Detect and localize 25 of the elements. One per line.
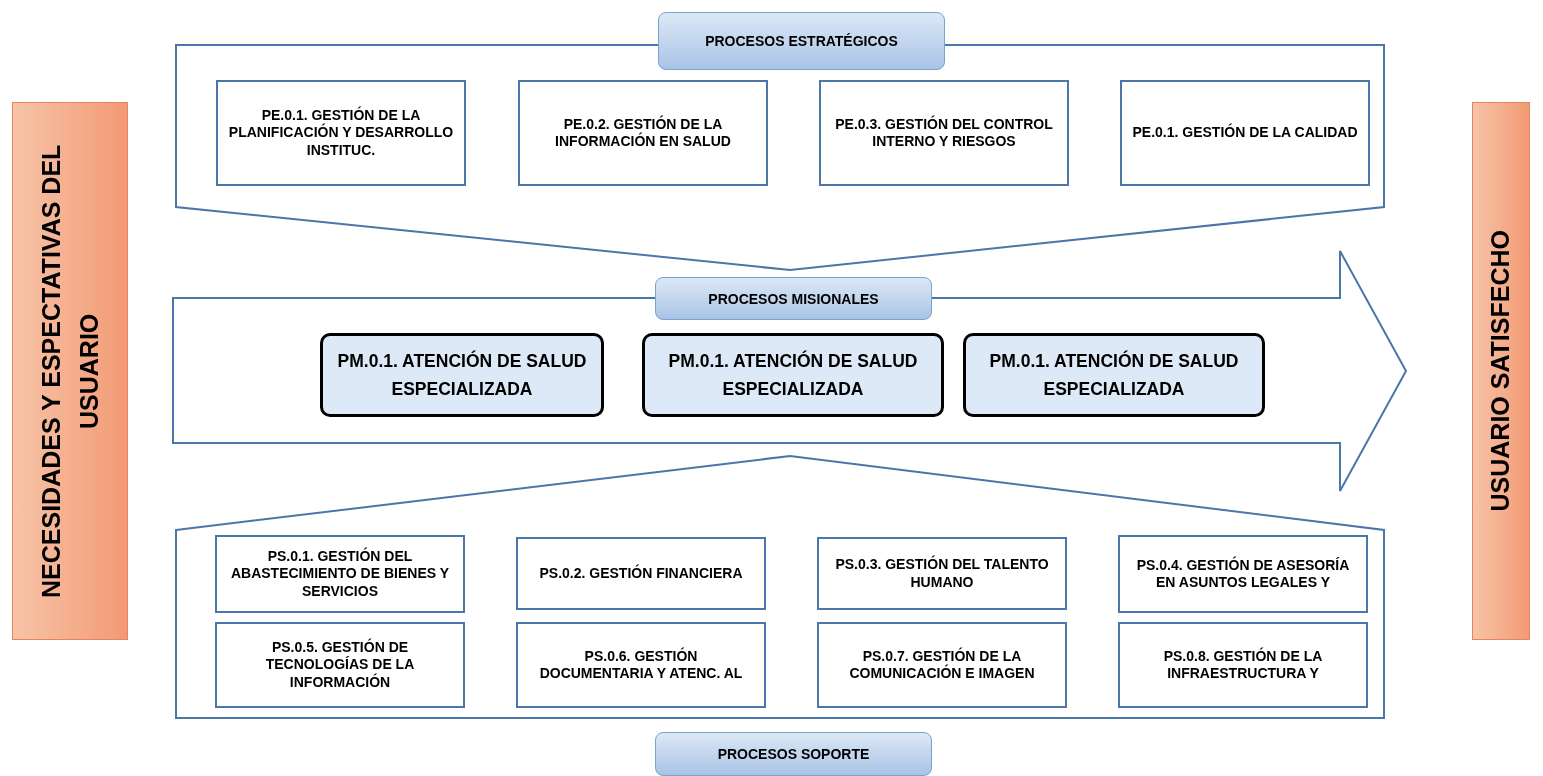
band-label: NECESIDADES Y ESPECTATIVAS DEL USUARIO — [35, 143, 103, 600]
process-box: PS.0.7. GESTIÓN DE LA COMUNICACIÓN E IMAGEN — [817, 622, 1067, 708]
process-box: PE.0.1. GESTIÓN DE LA PLANIFICACIÓN Y DESARROLLO INSTITUC. — [216, 80, 466, 186]
process-box: PS.0.4. GESTIÓN DE ASESORÍA EN ASUNTOS LEGALES Y — [1118, 535, 1368, 613]
process-box: PS.0.2. GESTIÓN FINANCIERA — [516, 537, 766, 610]
side-band — [1472, 102, 1530, 640]
process-box: PM.0.1. ATENCIÓN DE SALUD ESPECIALIZADA — [320, 333, 604, 417]
section-heading: PROCESOS MISIONALES — [655, 277, 932, 320]
process-box: PS.0.3. GESTIÓN DEL TALENTO HUMANO — [817, 537, 1067, 610]
process-box: PS.0.1. GESTIÓN DEL ABASTECIMIENTO DE BIENES Y SERVICIOS — [215, 535, 465, 613]
process-box: PS.0.5. GESTIÓN DE TECNOLOGÍAS DE LA INFORMACIÓN — [215, 622, 465, 708]
process-box: PS.0.6. GESTIÓN DOCUMENTARIA Y ATENC. AL — [516, 622, 766, 708]
side-band — [12, 102, 128, 640]
process-container — [172, 250, 1408, 492]
process-box: PS.0.8. GESTIÓN DE LA INFRAESTRUCTURA Y — [1118, 622, 1368, 708]
process-box: PE.0.2. GESTIÓN DE LA INFORMACIÓN EN SALUD — [518, 80, 768, 186]
section-heading: PROCESOS ESTRATÉGICOS — [658, 12, 945, 70]
band-label: USUARIO SATISFECHO — [1485, 230, 1516, 512]
process-box: PE.0.1. GESTIÓN DE LA CALIDAD — [1120, 80, 1370, 186]
section-heading: PROCESOS SOPORTE — [655, 732, 932, 776]
process-container — [175, 12, 1385, 272]
process-box: PM.0.1. ATENCIÓN DE SALUD ESPECIALIZADA — [963, 333, 1265, 417]
process-box: PM.0.1. ATENCIÓN DE SALUD ESPECIALIZADA — [642, 333, 944, 417]
process-container — [175, 455, 1385, 776]
process-box: PE.0.3. GESTIÓN DEL CONTROL INTERNO Y RIESGOS — [819, 80, 1069, 186]
